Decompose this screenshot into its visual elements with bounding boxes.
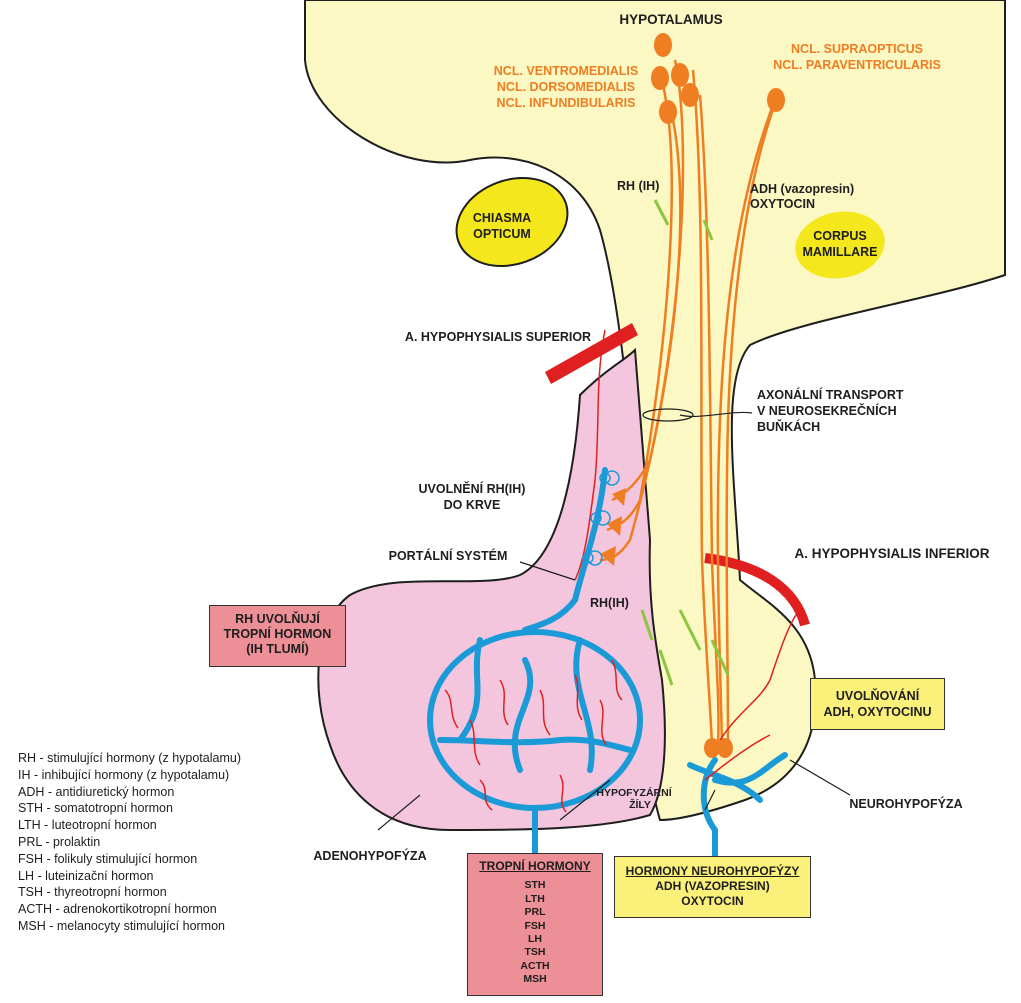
legend-item: PRL - prolaktin	[18, 834, 241, 851]
neuro-hormones-line-1: ADH (VAZOPRESIN)	[615, 879, 810, 894]
chiasma-label-2: OPTICUM	[473, 227, 531, 241]
uvolneni-label-2: DO KRVE	[444, 498, 501, 512]
a-superior-label: A. HYPOPHYSIALIS SUPERIOR	[405, 330, 591, 344]
release-adh-box: UVOLŇOVÁNÍ ADH, OXYTOCINU	[810, 678, 945, 730]
uvolnovani-line-2: ADH, OXYTOCINU	[811, 704, 944, 720]
neurohypofyza-label: NEUROHYPOFÝZA	[849, 796, 962, 811]
tropic-item: STH	[468, 879, 602, 892]
legend-item: RH - stimulující hormony (z hypotalamu)	[18, 750, 241, 767]
rh-release-box: RH UVOLŇUJÍ TROPNÍ HORMON (IH TLUMÍ)	[209, 605, 346, 667]
legend-item: LH - luteinizační hormon	[18, 868, 241, 885]
axon-label-2: V NEUROSEKREČNÍCH	[757, 403, 897, 418]
tropic-item: PRL	[468, 906, 602, 919]
tropic-item: LH	[468, 933, 602, 946]
tropic-item: LTH	[468, 893, 602, 906]
hypofyzarni-label-2: ŽÍLY	[629, 798, 651, 811]
tropic-item: ACTH	[468, 960, 602, 973]
rh-box-line-2: TROPNÍ HORMON	[210, 627, 345, 642]
adh-label-2: OXYTOCIN	[750, 197, 815, 211]
adh-label-1: ADH (vazopresin)	[750, 182, 854, 196]
neurohypophysis-hormones-box: HORMONY NEUROHYPOFÝZY ADH (VAZOPRESIN) O…	[614, 856, 811, 918]
tropic-item: TSH	[468, 946, 602, 959]
legend-item: TSH - thyreotropní hormon	[18, 884, 241, 901]
legend-item: FSH - folikuly stimulující hormon	[18, 851, 241, 868]
rh-box-line-3: (IH TLUMÍ)	[210, 642, 345, 657]
uvolneni-label-1: UVOLNĚNÍ RH(IH)	[419, 481, 526, 496]
a-inferior-label: A. HYPOPHYSIALIS INFERIOR	[794, 546, 989, 561]
corpus-label-2: MAMILLARE	[803, 245, 878, 259]
legend-item: STH - somatotropní hormon	[18, 800, 241, 817]
legend-item: ADH - antidiuretický hormon	[18, 784, 241, 801]
tropic-item: FSH	[468, 920, 602, 933]
legend-item: MSH - melanocyty stimulující hormon	[18, 918, 241, 935]
rh-ih-label-2: RH(IH)	[590, 596, 629, 610]
ncl-ventro-label-2: NCL. DORSOMEDIALIS	[497, 80, 635, 94]
tropic-hormones-box: TROPNÍ HORMONY STH LTH PRL FSH LH TSH AC…	[467, 853, 603, 996]
legend-item: LTH - luteotropní hormon	[18, 817, 241, 834]
adenohypophysis-region	[318, 350, 665, 830]
legend-item: IH - inhibující hormony (z hypotalamu)	[18, 767, 241, 784]
chiasma-label-1: CHIASMA	[473, 211, 531, 225]
tropic-hormones-title: TROPNÍ HORMONY	[468, 860, 602, 873]
adenohypofyza-label: ADENOHYPOFÝZA	[313, 848, 426, 863]
neuro-hormones-title: HORMONY NEUROHYPOFÝZY	[615, 864, 810, 879]
tropic-item: MSH	[468, 973, 602, 986]
neuro-hormones-line-2: OXYTOCIN	[615, 894, 810, 909]
uvolnovani-line-1: UVOLŇOVÁNÍ	[811, 688, 944, 704]
ncl-supra-label-1: NCL. SUPRAOPTICUS	[791, 42, 923, 56]
ncl-ventro-label-1: NCL. VENTROMEDIALIS	[494, 64, 638, 78]
rh-box-line-1: RH UVOLŇUJÍ	[210, 612, 345, 627]
ncl-ventro-label-3: NCL. INFUNDIBULARIS	[497, 96, 636, 110]
legend-item: ACTH - adrenokortikotropní hormon	[18, 901, 241, 918]
ncl-supra-label-2: NCL. PARAVENTRICULARIS	[773, 58, 941, 72]
hypofyzarni-label-1: HYPOFYZÁRNÍ	[596, 786, 672, 799]
axon-label-1: AXONÁLNÍ TRANSPORT	[757, 387, 904, 402]
abbreviation-legend: RH - stimulující hormony (z hypotalamu) …	[18, 750, 241, 935]
rh-ih-label: RH (IH)	[617, 179, 659, 193]
corpus-label-1: CORPUS	[813, 229, 866, 243]
hypothalamus-label: HYPOTALAMUS	[619, 12, 722, 27]
axon-label-3: BUŇKÁCH	[757, 419, 820, 434]
portalni-label: PORTÁLNÍ SYSTÉM	[389, 548, 508, 563]
